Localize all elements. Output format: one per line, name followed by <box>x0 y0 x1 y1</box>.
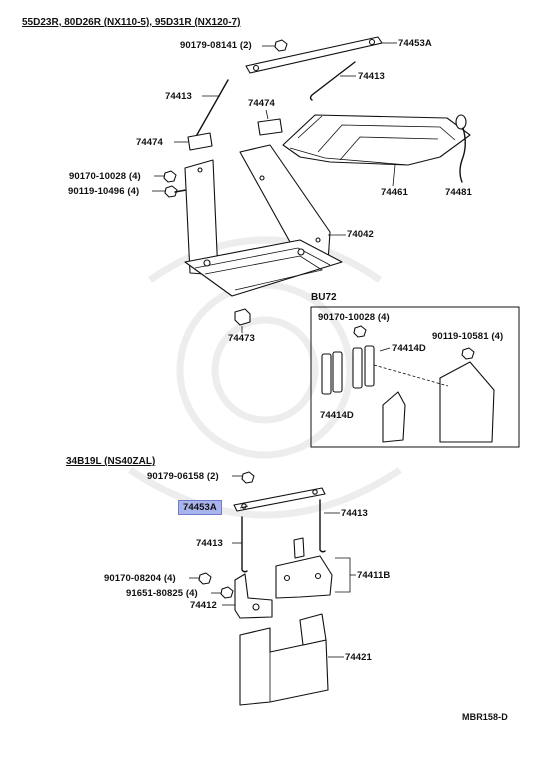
label-74413-top-left[interactable]: 74413 <box>165 91 192 102</box>
label-74481[interactable]: 74481 <box>445 187 472 198</box>
label-90170-08204[interactable]: 90170-08204 (4) <box>104 573 176 584</box>
part-74042-carrier[interactable] <box>184 144 343 297</box>
label-74042[interactable]: 74042 <box>347 229 374 240</box>
part-nut-90170-10028-box[interactable] <box>353 325 367 338</box>
part-74412[interactable] <box>234 573 273 619</box>
label-74414D-b[interactable]: 74414D <box>320 410 354 421</box>
part-74421-cover[interactable] <box>239 613 329 706</box>
part-bu72-plate[interactable] <box>382 361 495 443</box>
label-74453A-top[interactable]: 74453A <box>398 38 432 49</box>
part-nut-90179-06158[interactable] <box>241 471 255 484</box>
part-bolt-91651-80825[interactable] <box>220 586 234 599</box>
part-74474-pad-top[interactable] <box>257 118 283 136</box>
part-74413-rod-right[interactable] <box>309 61 356 101</box>
label-74411B[interactable]: 74411B <box>357 570 391 581</box>
label-90119-10496[interactable]: 90119-10496 (4) <box>68 186 140 197</box>
label-74413-top-right[interactable]: 74413 <box>358 71 385 82</box>
part-74453A-bottom[interactable] <box>233 487 326 512</box>
label-74474-top[interactable]: 74474 <box>248 98 275 109</box>
part-nut-90179-08141[interactable] <box>274 39 288 52</box>
part-74461-cover[interactable] <box>282 114 471 166</box>
label-90119-10581[interactable]: 90119-10581 (4) <box>432 331 504 342</box>
label-74413-bottom-right[interactable]: 74413 <box>341 508 368 519</box>
part-74414D-brackets[interactable] <box>321 345 375 395</box>
label-74421[interactable]: 74421 <box>345 652 372 663</box>
label-bu72: BU72 <box>311 292 337 303</box>
label-90170-10028-box[interactable]: 90170-10028 (4) <box>318 312 390 323</box>
part-nut-90170-08204[interactable] <box>198 572 212 585</box>
part-74481-clip[interactable] <box>455 114 467 183</box>
header-top-batteries: 55D23R, 80D26R (NX110-5), 95D31R (NX120-… <box>22 17 241 28</box>
label-74473[interactable]: 74473 <box>228 333 255 344</box>
label-74461[interactable]: 74461 <box>381 187 408 198</box>
part-nut-90170-10028-top[interactable] <box>163 170 177 183</box>
bu72-inset-box <box>310 306 520 448</box>
header-bottom-battery: 34B19L (NS40ZAL) <box>66 456 156 467</box>
label-90179-06158[interactable]: 90179-06158 (2) <box>147 471 219 482</box>
part-bolt-90119-10496[interactable] <box>164 185 187 198</box>
label-91651-80825[interactable]: 91651-80825 (4) <box>126 588 198 599</box>
part-74411B[interactable] <box>275 537 333 599</box>
label-74453A-highlighted[interactable]: 74453A <box>178 500 222 515</box>
part-74413-rod-bottom-left[interactable] <box>241 516 248 573</box>
part-74453A-top[interactable] <box>245 36 383 74</box>
part-74474-pad-left[interactable] <box>187 132 213 151</box>
part-bolt-90119-10581[interactable] <box>461 347 475 360</box>
label-90170-10028-top[interactable]: 90170-10028 (4) <box>69 171 141 182</box>
diagram-code: MBR158-D <box>462 712 508 722</box>
label-74412[interactable]: 74412 <box>190 600 217 611</box>
label-90179-08141[interactable]: 90179-08141 (2) <box>180 40 252 51</box>
label-74413-bottom-left[interactable]: 74413 <box>196 538 223 549</box>
label-74474-left[interactable]: 74474 <box>136 137 163 148</box>
part-74473-spacer[interactable] <box>234 308 251 326</box>
label-74414D-a[interactable]: 74414D <box>392 343 426 354</box>
part-74413-rod-bottom-right[interactable] <box>319 499 326 553</box>
